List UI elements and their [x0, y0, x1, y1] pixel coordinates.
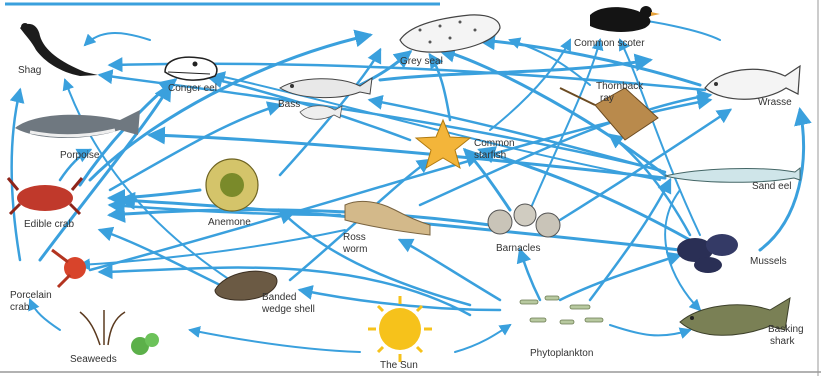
- common-starfish-label-line2: starfish: [474, 150, 506, 161]
- conger-eel-label: Conger eel: [168, 83, 217, 94]
- mussels-icon: [677, 234, 738, 273]
- edible-crab-label: Edible crab: [24, 219, 74, 230]
- arrow-sun-seaweeds: [190, 330, 360, 352]
- anemone-label: Anemone: [208, 217, 251, 228]
- porcelain-crab-label-line2: crab: [10, 302, 30, 313]
- thornback-ray-label-line1: Thornback: [596, 81, 644, 92]
- arrow-phyto-barnacles: [520, 250, 540, 300]
- wrasse-icon: [705, 66, 800, 99]
- porcelain-crab-icon: [52, 250, 86, 287]
- ross-worm-label-line2: worm: [342, 244, 367, 255]
- porcelain-crab-label: Porcelain crab: [10, 290, 54, 313]
- banded-wedge-shell-label-line1: Banded: [262, 292, 296, 303]
- anemone-icon: [206, 159, 258, 211]
- bass-label: Bass: [278, 99, 300, 110]
- grey-seal-label: Grey seal: [400, 56, 443, 67]
- grey-seal-icon: [400, 15, 500, 52]
- porcelain-crab-label-line1: Porcelain: [10, 290, 52, 301]
- mussels-label: Mussels: [750, 256, 787, 267]
- conger-eel-icon: [165, 57, 217, 80]
- thornback-ray-label-line2: ray: [600, 93, 614, 104]
- porpoise-label: Porpoise: [60, 150, 100, 161]
- shag-label: Shag: [18, 65, 41, 76]
- seaweeds-label: Seaweeds: [70, 354, 117, 365]
- arrow-sun-phytoplankton: [455, 325, 510, 352]
- arrow-phytoplankton-shark: [610, 325, 690, 335]
- arrow-loop-left: [85, 33, 150, 45]
- feeding-arrows: [12, 18, 804, 352]
- basking-shark-label-line2: shark: [770, 336, 795, 347]
- phytoplankton-label: Phytoplankton: [530, 348, 593, 359]
- edible-crab-icon: [8, 178, 82, 214]
- wrasse-label: Wrasse: [758, 97, 792, 108]
- seaweeds-icon: [80, 310, 159, 355]
- common-starfish-label-line1: Common: [474, 138, 515, 149]
- basking-shark-label: Basking shark: [768, 324, 806, 347]
- arrow-seaweeds-porcelain: [30, 300, 60, 330]
- common-scoter-label: Common scoter: [574, 38, 645, 49]
- arrow-phyto-mussels: [560, 255, 680, 300]
- sand-eel-label: Sand eel: [752, 181, 791, 192]
- banded-wedge-shell-label-line2: wedge shell: [261, 304, 315, 315]
- arrow-porcelain-conger: [40, 85, 170, 260]
- banded-wedge-shell-label: Banded wedge shell: [261, 292, 315, 315]
- arrow-anemone-crab: [110, 190, 200, 198]
- ross-worm-label-line1: Ross: [343, 232, 366, 243]
- ross-worm-label: Ross worm: [342, 232, 369, 255]
- arrow-starfish-scoter: [490, 40, 570, 130]
- common-scoter-icon: [590, 6, 660, 32]
- the-sun-label: The Sun: [380, 360, 418, 371]
- arrow-porcelain-shag: [12, 90, 20, 260]
- basking-shark-label-line1: Basking: [768, 324, 804, 335]
- barnacles-label: Barnacles: [496, 243, 540, 254]
